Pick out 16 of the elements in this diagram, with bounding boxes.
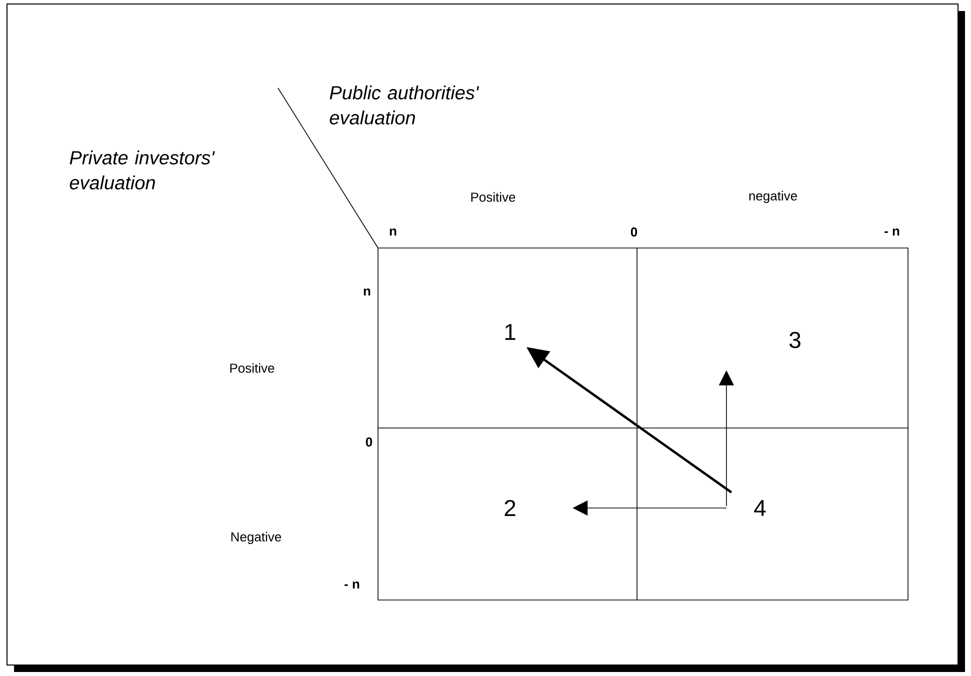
- tick-label: n: [364, 288, 370, 296]
- row-heading: Negative: [231, 532, 282, 544]
- tick-label: 0: [630, 227, 638, 237]
- quadrant-number: 3: [790, 332, 800, 348]
- column-heading: negative: [749, 190, 797, 204]
- axis-title: Private investors' evaluation: [70, 150, 215, 190]
- row-heading: Positive: [230, 363, 274, 373]
- quadrant-number: 2: [504, 500, 516, 516]
- tick-label: - n: [344, 582, 360, 588]
- tick-label: 0: [366, 437, 372, 447]
- axis-title: Public authorities' evaluation: [330, 86, 480, 124]
- tick-label: - n: [884, 228, 900, 236]
- quadrant-number: 4: [754, 500, 766, 516]
- quadrant-number: 1: [505, 324, 516, 340]
- tick-label: n: [390, 228, 396, 236]
- column-heading: Positive: [471, 192, 516, 202]
